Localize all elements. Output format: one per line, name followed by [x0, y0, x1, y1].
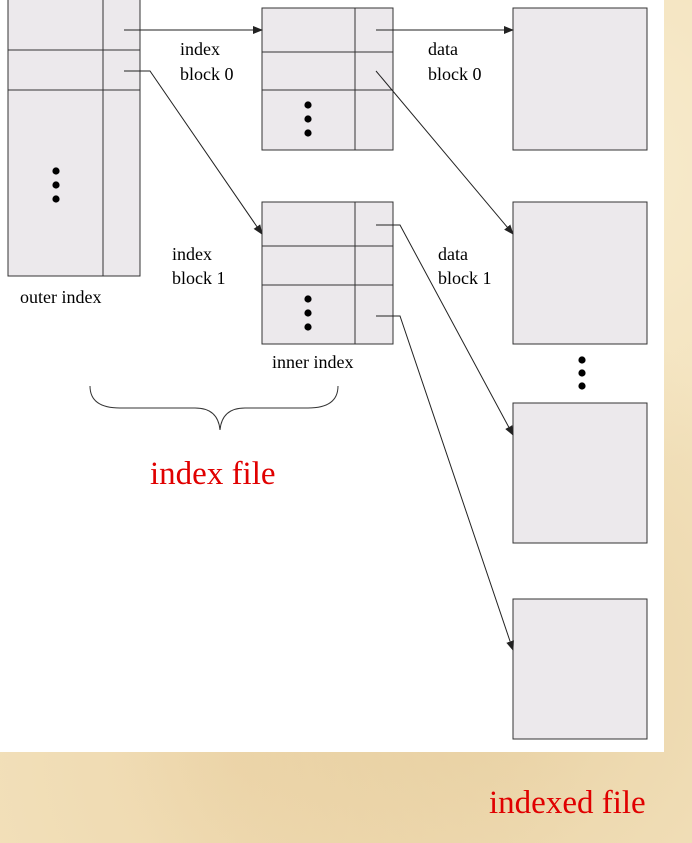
ellipsis-dot — [52, 167, 60, 175]
ellipsis-dot — [578, 369, 586, 377]
data-block-0 — [512, 7, 648, 151]
ellipsis-dot — [52, 195, 60, 203]
data-block-1-line2: block 1 — [438, 268, 492, 288]
data-block-1-line1: data — [438, 244, 468, 264]
data-block — [512, 598, 648, 740]
data-block-0-line2: block 0 — [428, 64, 482, 84]
data-block-0-line1: data — [428, 39, 458, 59]
pointer-arrow — [375, 70, 514, 235]
ellipsis-dot — [578, 382, 586, 390]
index-file-brace — [89, 385, 339, 431]
ellipsis-dot — [304, 323, 312, 331]
data-block — [512, 402, 648, 544]
pointer-arrow — [124, 70, 263, 235]
index-block-0-line1: index — [180, 39, 220, 59]
pointer-arrow — [376, 315, 514, 651]
inner-index-label: inner index — [272, 352, 353, 372]
index-block-1-line2: block 1 — [172, 268, 226, 288]
ellipsis-dot — [304, 115, 312, 123]
outer-index-label: outer index — [20, 287, 101, 307]
ellipsis-dot — [304, 129, 312, 137]
index-block-1-line1: index — [172, 244, 212, 264]
outer-index-block — [7, 0, 141, 277]
index-block-0 — [261, 7, 394, 151]
ellipsis-dot — [578, 356, 586, 364]
ellipsis-dot — [304, 309, 312, 317]
ellipsis-dot — [304, 295, 312, 303]
data-block-1 — [512, 201, 648, 345]
ellipsis-dot — [52, 181, 60, 189]
indexed-file-caption: indexed file — [489, 785, 646, 821]
pointer-arrow — [376, 224, 514, 436]
ellipsis-dot — [304, 101, 312, 109]
index-file-caption: index file — [150, 456, 276, 492]
index-block-0-line2: block 0 — [180, 64, 234, 84]
index-block-1 — [261, 201, 394, 345]
